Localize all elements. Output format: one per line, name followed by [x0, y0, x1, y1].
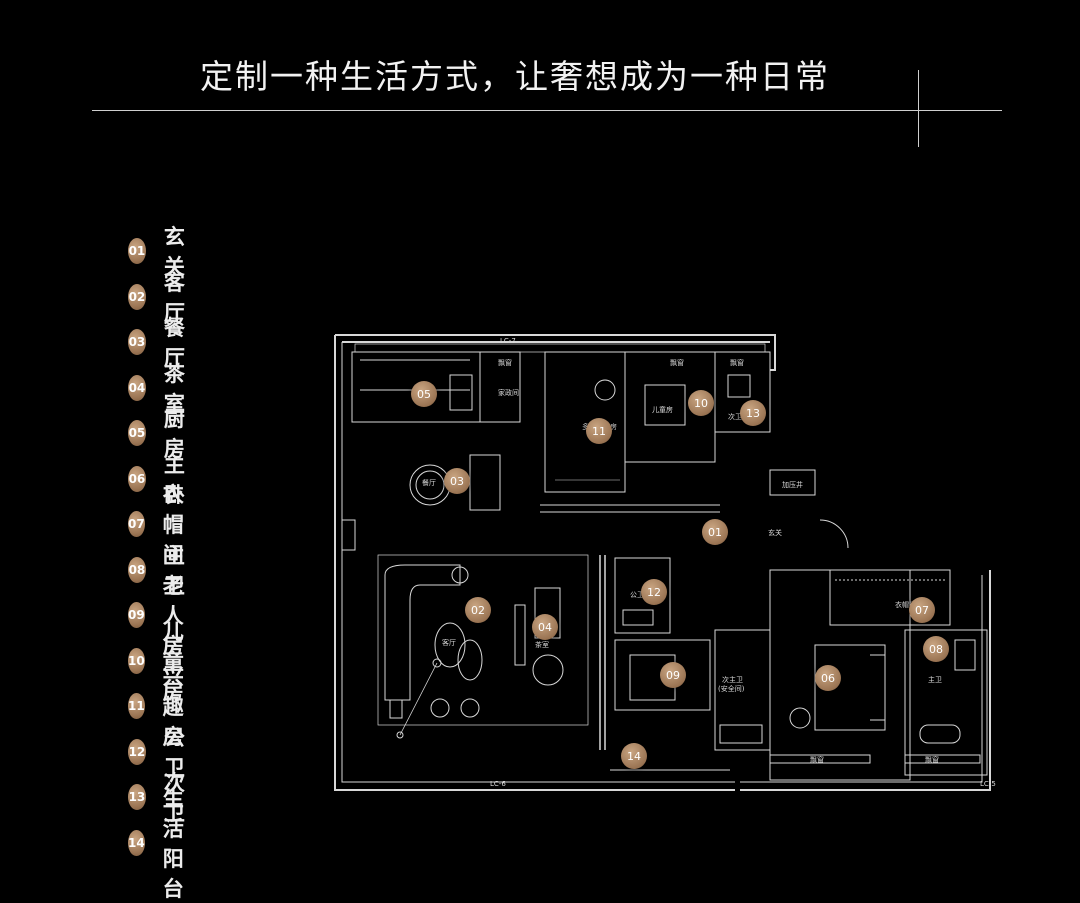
room-marker: 06 [815, 665, 841, 691]
legend-item: 07 衣帽间 [128, 482, 194, 567]
legend-number-badge: 14 [128, 830, 145, 856]
legend-number-badge: 07 [128, 511, 145, 537]
room-text: 衣帽间 [895, 601, 916, 609]
dimension-label: LC-6 [490, 780, 506, 788]
legend-label: 公卫 [163, 725, 186, 780]
legend-item: 01 玄关 [128, 224, 194, 279]
legend-label: 衣帽间 [162, 482, 185, 567]
legend-number-badge: 05 [128, 420, 146, 446]
legend-label: 玄关 [163, 224, 186, 279]
room-text: 次卫 [728, 413, 742, 421]
legend-number-badge: 13 [128, 784, 146, 810]
legend-number-badge: 08 [128, 557, 146, 583]
room-text: 餐厅 [422, 479, 436, 487]
title-underline [92, 110, 1002, 111]
room-text: 飘窗 [925, 756, 939, 764]
room-marker: 04 [532, 614, 558, 640]
legend-label: 生活阳台 [162, 786, 185, 901]
room-marker: 10 [688, 390, 714, 416]
legend-item: 02 客厅 [128, 270, 194, 325]
legend-item: 13 次卫 [128, 770, 194, 825]
legend-number-badge: 10 [128, 648, 145, 674]
room-marker: 09 [660, 662, 686, 688]
legend-number-badge: 03 [128, 329, 146, 355]
legend-label: 老人房 [162, 573, 185, 658]
legend-item: 11 兴趣房 [128, 664, 194, 749]
legend-item: 08 主卫 [128, 543, 194, 598]
legend-label: 儿童房 [162, 619, 185, 704]
legend-item: 04 茶室 [128, 361, 194, 416]
room-marker: 03 [444, 468, 470, 494]
room-text: 茶室 [535, 641, 549, 649]
dimension-label: LC-7 [500, 337, 516, 345]
legend-label: 次卫 [163, 770, 186, 825]
room-text: 飘窗 [670, 359, 684, 367]
room-text: (安全间) [718, 685, 745, 693]
legend-item: 09 老人房 [128, 573, 194, 658]
room-marker: 12 [641, 579, 667, 605]
legend-number-badge: 06 [128, 466, 146, 492]
room-marker: 05 [411, 381, 437, 407]
legend-item: 12 公卫 [128, 725, 194, 780]
legend-label: 客厅 [163, 270, 186, 325]
room-marker: 07 [909, 597, 935, 623]
page-title: 定制一种生活方式，让奢想成为一种日常 [200, 57, 830, 96]
legend-label: 主卫 [163, 543, 186, 598]
legend-number-badge: 11 [128, 693, 145, 719]
legend-number-badge: 12 [128, 739, 146, 765]
room-text: 次主卫 [722, 676, 743, 684]
legend-item: 10 儿童房 [128, 619, 194, 704]
legend-label: 厨房 [163, 406, 186, 461]
legend-label: 主卧 [163, 452, 186, 507]
room-text: 家政间 [498, 389, 519, 397]
floor-plan-drawing [334, 334, 991, 791]
room-marker: 14 [621, 743, 647, 769]
room-marker: 13 [740, 400, 766, 426]
room-text: 公卫 [630, 591, 644, 599]
dimension-label: LC-5 [980, 780, 996, 788]
legend-item: 03 餐厅 [128, 315, 194, 370]
room-text: 玄关 [768, 529, 782, 537]
title-vertical-rule [918, 70, 919, 147]
legend-item: 06 主卧 [128, 452, 194, 507]
room-marker: 08 [923, 636, 949, 662]
legend-number-badge: 01 [128, 238, 146, 264]
legend-label: 餐厅 [163, 315, 186, 370]
room-text: 客厅 [442, 639, 456, 647]
legend-number-badge: 04 [128, 375, 146, 401]
room-text: 飘窗 [810, 756, 824, 764]
room-text: 儿童房 [652, 406, 673, 414]
legend-number-badge: 02 [128, 284, 146, 310]
room-text: 主卫 [928, 676, 942, 684]
legend-item: 05 厨房 [128, 406, 194, 461]
legend-number-badge: 09 [128, 602, 145, 628]
floor-plan: LC-7 LC-6 LC-5 飘窗 飘窗 飘窗 家政间 多功能书房 儿童房 次卫… [330, 330, 1010, 800]
legend-label: 兴趣房 [162, 664, 185, 749]
room-marker: 02 [465, 597, 491, 623]
room-marker: 11 [586, 418, 612, 444]
legend-item: 14 生活阳台 [128, 786, 194, 901]
room-text: 飘窗 [730, 359, 744, 367]
room-text: 飘窗 [498, 359, 512, 367]
room-marker: 01 [702, 519, 728, 545]
legend-label: 茶室 [163, 361, 186, 416]
room-text: 加压井 [782, 481, 803, 489]
